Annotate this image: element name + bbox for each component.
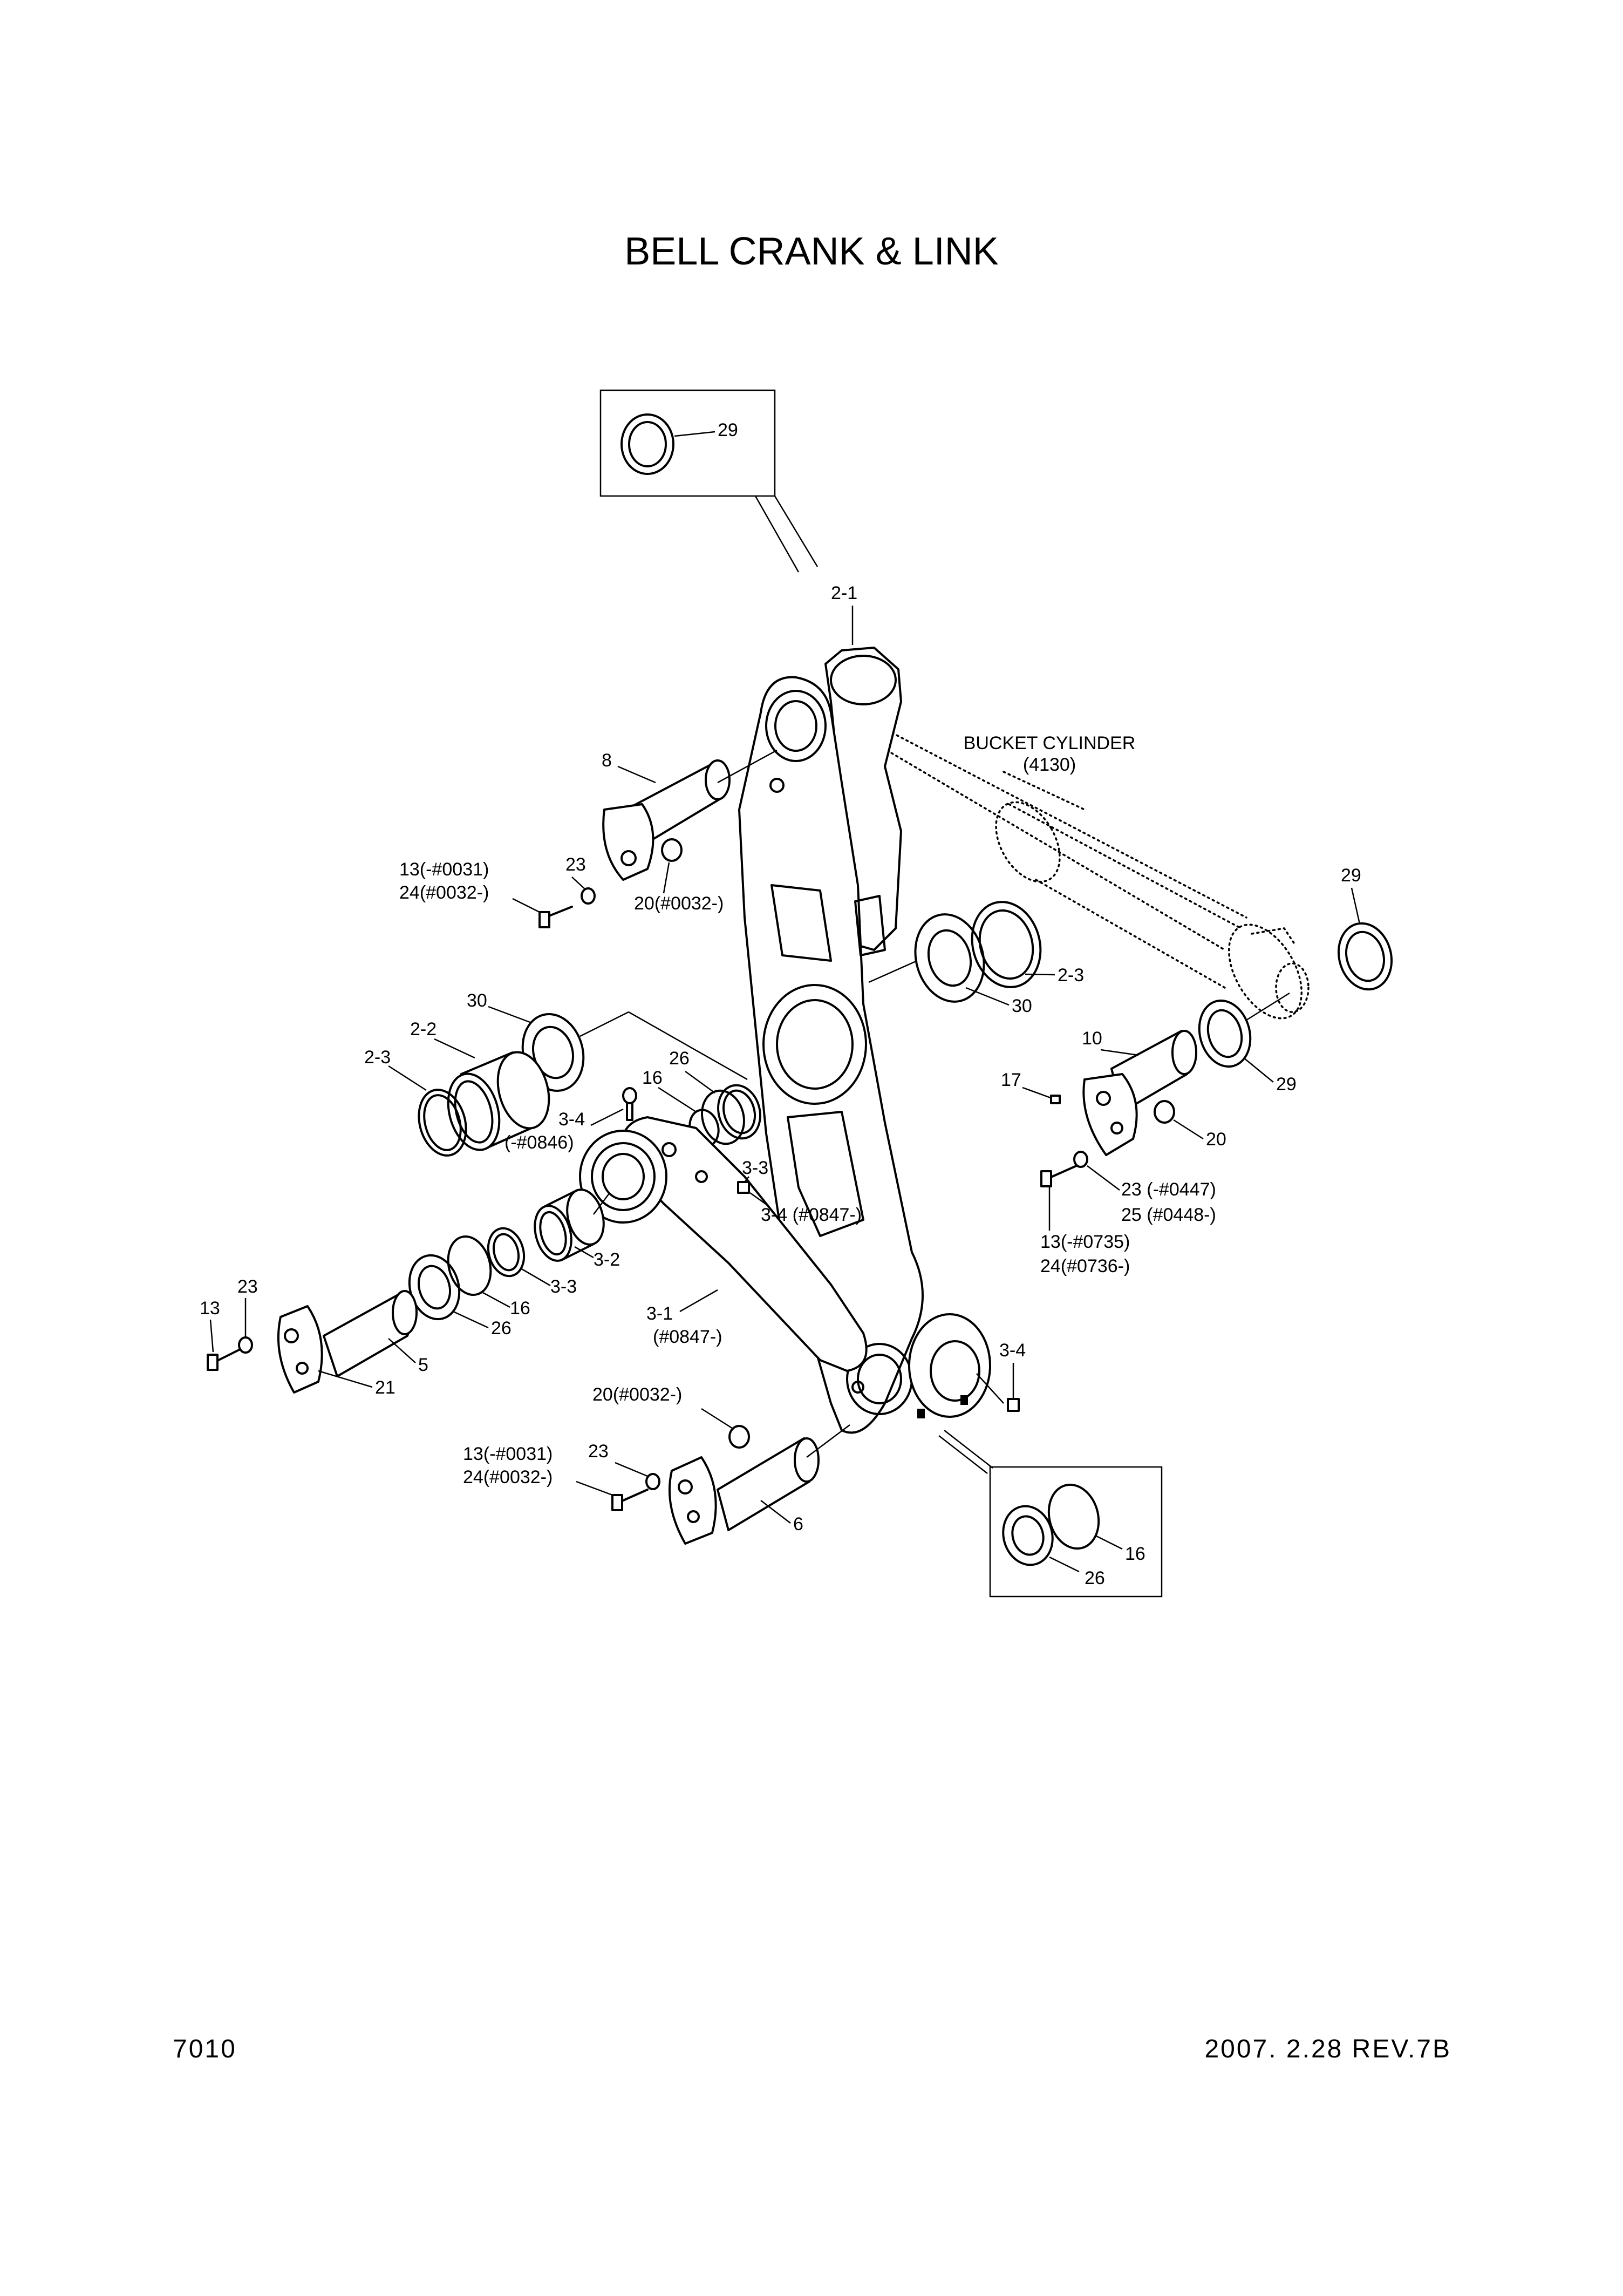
callout-26-box: 26 [1085,1568,1105,1588]
washer-23-left [238,1336,253,1354]
bucket-cylinder-label: BUCKET CYLINDER [964,733,1136,753]
callout-23-bottom: 23 [588,1441,609,1462]
callout-2-3-left: 2-3 [364,1047,391,1068]
callout-24-top: 24(#0032-) [399,882,489,903]
callout-3-1-sn: (#0847-) [653,1327,722,1347]
detail-box-top [599,389,819,573]
washer-23-right [1073,1151,1088,1168]
callout-26-mid: 26 [669,1048,690,1069]
washer-23-bottom [645,1473,660,1490]
callout-20-bottom: 20(#0032-) [592,1384,682,1405]
callout-2-1: 2-1 [831,583,857,603]
callout-24-bottom: 24(#0032-) [463,1467,553,1487]
callout-5: 5 [418,1355,428,1375]
callout-23-left: 23 [237,1276,258,1297]
callout-3-4-right: 3-4 [999,1340,1026,1361]
callout-3-1: 3-1 [646,1303,673,1324]
callout-25-right: 25 (#0448-) [1121,1205,1216,1225]
callout-3-4-top: 3-4 [558,1109,585,1130]
washer-2-3-left [418,1089,467,1157]
washer-29-right [1337,922,1393,991]
callout-6: 6 [793,1514,803,1534]
callout-29-right: 29 [1341,865,1361,886]
callout-3-4-mid: 3-4 (#0847-) [761,1205,862,1225]
page-number: 7010 [173,2035,237,2063]
pin-8 [602,759,731,881]
callout-20-top: 20(#0032-) [634,893,724,914]
callout-16-mid: 16 [642,1068,663,1088]
callout-3-2: 3-2 [594,1249,620,1270]
callout-24-right: 24(#0736-) [1040,1256,1130,1276]
oring-16-low [447,1235,492,1296]
washer-23-top [581,887,596,905]
callout-20-right: 20 [1206,1129,1226,1150]
callout-13-right: 13(-#0735) [1040,1232,1130,1252]
callout-8: 8 [602,750,612,771]
callout-29-right-low: 29 [1276,1074,1297,1095]
callout-10: 10 [1082,1028,1102,1049]
washer-26-mid [701,1084,761,1145]
callout-13-bottom: 13(-#0031) [463,1444,553,1464]
callout-2-3-right: 2-3 [1058,965,1084,986]
pin-10 [1082,1030,1197,1156]
callout-16-low: 16 [510,1298,530,1319]
callout-26-low: 26 [491,1318,512,1339]
callout-16-box: 16 [1125,1544,1145,1564]
nut-20-right [1154,1100,1175,1124]
washer-3-3-low [487,1227,526,1278]
link-3-1 [579,1087,868,1372]
callout-17: 17 [1001,1070,1021,1090]
callout-29-box: 29 [718,420,738,440]
pin-5 [277,1290,418,1394]
nut-20-bottom [728,1425,750,1449]
washer-29-right-low [1198,999,1252,1068]
callout-13-left: 13 [200,1298,220,1319]
callout-2-2: 2-2 [410,1019,437,1040]
callout-23-top: 23 [565,854,586,875]
fitting-3-4-mid [737,1181,750,1194]
bolt-13-right [1040,1165,1078,1187]
bucket-cylinder-number: (4130) [1023,755,1076,775]
bolt-13-bottom [611,1489,649,1511]
washer-30-right [914,913,985,1003]
bushing-3-2 [534,1188,605,1262]
bolt-13-top [538,906,573,928]
washer-2-3-right [971,901,1042,988]
callout-30-left: 30 [467,990,487,1011]
callout-3-3-low: 3-3 [550,1276,577,1297]
callout-23-right: 23 (-#0447) [1121,1179,1216,1200]
pin-6 [668,1437,820,1545]
nipple-17 [1050,1095,1061,1104]
bolt-13-left [207,1348,241,1371]
callout-13-top: 13(-#0031) [399,859,489,880]
fitting-3-4-right [1007,1387,1020,1412]
page-title: BELL CRANK & LINK [624,230,999,273]
detail-box-bottom [989,1466,1163,1598]
date-revision: 2007. 2.28 REV.7B [1204,2035,1451,2063]
bucket-cylinder-reference: BUCKET CYLINDER (4130) [862,717,1310,1020]
callout-3-4-top-sn: (-#0846) [504,1132,574,1153]
callout-3-3-top: 3-3 [742,1158,768,1178]
callout-30-right: 30 [1012,996,1032,1016]
callout-21: 21 [375,1377,395,1398]
